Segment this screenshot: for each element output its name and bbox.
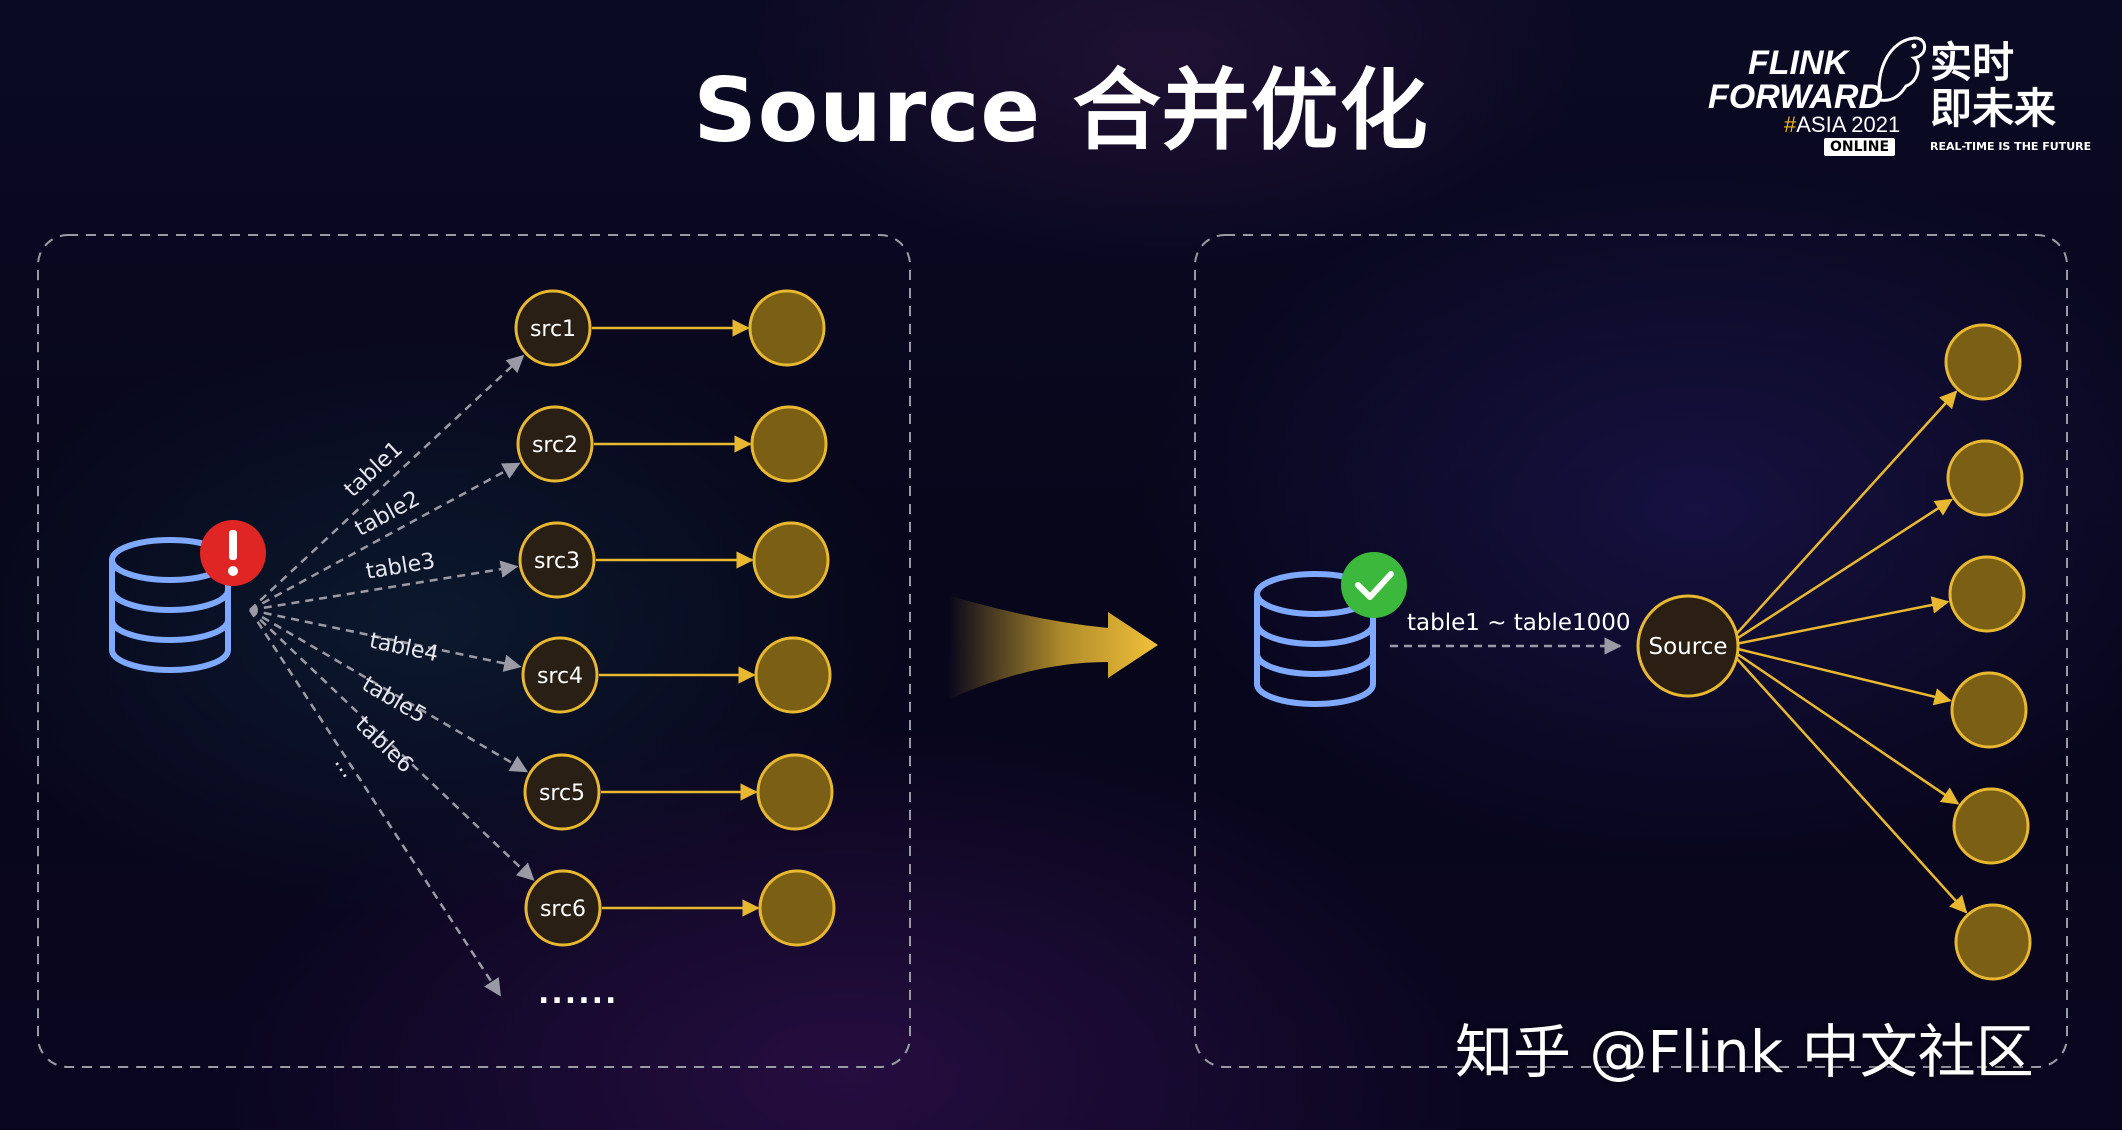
src-node-label-1: src1 [530,317,576,342]
src-node-6 [524,869,602,947]
table-edge-label-3: table3 [364,549,437,585]
logo-asia-year: ASIA 2021 [1796,112,1901,137]
right-link-4 [1725,644,1952,706]
table-edge-4 [249,608,522,672]
src-node-label-6: src6 [540,897,586,922]
table-edge-2 [249,462,521,612]
logo-flink: FLINK [1748,44,1849,82]
src-node-label-5: src5 [539,781,585,806]
right-sink-node-4 [1950,671,2028,749]
right-sink-node-2 [1946,439,2024,517]
right-link-3 [1725,596,1950,648]
right-link-1 [1724,390,1958,647]
src-node-label-4: src4 [537,664,583,689]
left-sink-nodes [748,289,836,947]
src-node-5 [523,753,601,831]
logo-online-badge: ONLINE [1824,138,1896,156]
exclamation-icon [200,520,266,586]
source-node-label: Source [1649,634,1728,660]
src-node-label-2: src2 [532,433,578,458]
big-transition-arrow [948,595,1158,700]
logo-asia: #ASIA 2021 [1784,114,1900,136]
right-table-edge-label: table1 ~ table1000 [1407,610,1631,636]
right-sink-node-3 [1948,555,2026,633]
table-edge-label-1: table1 [340,437,408,503]
left-sink-node-3 [752,521,830,599]
squirrel-logo-icon [1877,36,1927,102]
left-table-edges [248,354,535,997]
left-ellipsis: ...... [538,976,618,1011]
zhihu-watermark: 知乎 @Flink 中文社区 [1455,1018,2034,1086]
left-sink-node-2 [750,405,828,483]
right-link-5 [1724,644,1960,805]
left-src-nodes: src1 src2 src3 src4 src5 src6 [514,289,602,947]
table-edge-5 [249,608,529,773]
src-node-2 [516,405,594,483]
left-panel-frame [37,234,911,1068]
right-sink-nodes [1944,323,2032,981]
page-title: Source 合并优化 [693,59,1429,162]
table-edge-6 [249,609,535,881]
right-sink-node-1 [1944,323,2022,401]
check-icon [1341,552,1407,618]
left-sink-node-5 [756,753,834,831]
table-edge-label-4: table4 [367,629,440,668]
right-link-6 [1724,645,1968,914]
right-panel-frame [1194,234,2068,1068]
left-src-links [592,319,760,917]
table-edge-1 [249,354,525,611]
table-edge-label-7: ... [329,751,361,782]
src-node-3 [518,521,596,599]
right-sink-node-5 [1952,787,2030,865]
src-node-4 [521,636,599,714]
left-sink-node-1 [748,289,826,367]
flink-forward-logo: FLINK FORWARD #ASIA 2021 ONLINE 实时 即未来 R… [1700,30,2091,160]
src-node-label-3: src3 [534,549,580,574]
table-edge-3 [249,560,519,612]
right-sink-node-6 [1954,903,2032,981]
logo-tagline: REAL-TIME IS THE FUTURE [1930,140,2092,153]
logo-cn-line2: 即未来 [1930,84,2057,133]
logo-forward: FORWARD [1708,78,1884,116]
right-database-icon [1254,571,1376,707]
left-sink-node-4 [754,636,832,714]
logo-cn-line1: 实时 [1930,38,2015,87]
right-link-2 [1724,498,1953,648]
src-node-1 [514,289,592,367]
left-table-edge-labels: table1table2table3table4table5table6... [329,437,440,783]
right-source-links [1724,390,1968,914]
logo-hash: # [1784,112,1797,137]
left-sink-node-6 [758,869,836,947]
source-node: Source [1636,594,1740,698]
table-edge-more [248,609,502,997]
